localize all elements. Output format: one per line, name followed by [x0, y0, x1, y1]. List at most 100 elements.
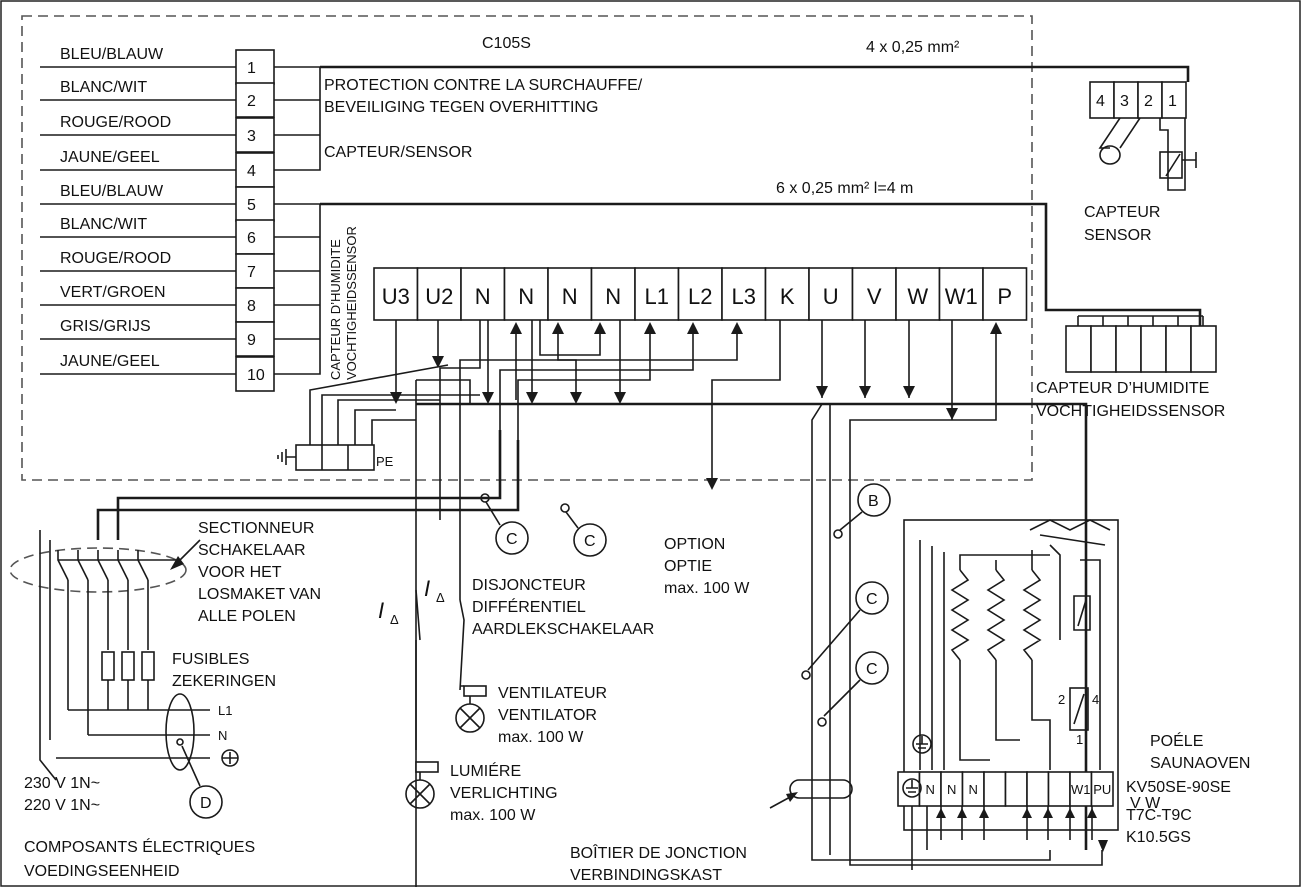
humidity-cell [1165, 325, 1192, 373]
supply-l1: L1 [218, 703, 232, 718]
wire-terminal-number: 7 [247, 264, 256, 281]
cable-tag-c3 [855, 581, 889, 615]
heater-terminal [1026, 771, 1050, 807]
heater-line4: T7C-T9C [1126, 807, 1192, 824]
arrow-down [482, 392, 494, 404]
sensor-terminal-number: 4 [1096, 93, 1105, 110]
svg-text:C: C [506, 531, 518, 548]
heater-terminal [897, 771, 921, 807]
ground-symbol [277, 449, 296, 465]
svg-text:2: 2 [1058, 692, 1065, 707]
sensor-terminal [1161, 81, 1187, 119]
arrow-down [1098, 840, 1108, 852]
light-line3: max. 100 W [450, 807, 536, 824]
svg-text:C: C [866, 661, 878, 678]
heater-terminal-label: N [926, 782, 935, 797]
arrow-down [946, 408, 958, 420]
bus-1-4 [274, 66, 321, 171]
main-switch-contacts [57, 550, 178, 581]
light-line2: VERLICHTING [450, 785, 558, 802]
cable-tag-c1 [495, 521, 529, 555]
heater-wiring [919, 519, 1111, 770]
heater-terminal [1047, 771, 1071, 807]
terminal-label: N [518, 284, 534, 309]
arrow-up [1065, 808, 1075, 818]
wire-terminal-number: 8 [247, 298, 256, 315]
arrow-down [390, 392, 402, 404]
humidity-label-2: VOCHTIGHEIDSSENSOR [1036, 403, 1225, 420]
junction-line1: BOÎTIER DE JONCTION [570, 843, 747, 862]
sensor-terminal-number: 2 [1144, 93, 1153, 110]
wire-color-list: BLEU/BLAUW1BLANC/WIT2ROUGE/ROOD3JAUNE/GE… [40, 46, 275, 392]
wire-color-label: BLANC/WIT [60, 79, 147, 96]
terminal-arrows [390, 322, 1002, 420]
wire-color-label: GRIS/GRIJS [60, 318, 151, 335]
heater-line2: SAUNAOVEN [1150, 755, 1250, 772]
fan-line3: max. 100 W [498, 729, 584, 746]
humidity-cell [1090, 325, 1117, 373]
sensor-terminal [1137, 81, 1163, 119]
bus-5-10 [274, 203, 321, 375]
heater-enclosure [903, 519, 1119, 831]
cable-bundle-d [165, 693, 195, 771]
terminal-wiring [309, 320, 1103, 887]
wire-terminal-number: 9 [247, 332, 256, 349]
terminal-cell [982, 267, 1028, 321]
terminal-label: N [605, 284, 621, 309]
protection-line2: BEVEILIGING TEGEN OVERHITTING [324, 99, 598, 116]
humidity-vertical-1: CAPTEUR D’HUMIDITE [328, 239, 343, 380]
terminal-cell [721, 267, 767, 321]
wire-color-label: BLANC/WIT [60, 216, 147, 233]
heater-terminal [983, 771, 1007, 807]
wire-terminal-number: 2 [247, 93, 256, 110]
arrow-up [1043, 808, 1053, 818]
fuse-1 [101, 651, 115, 681]
wire-terminal-number: 5 [247, 197, 256, 214]
terminal-label: U3 [382, 284, 410, 309]
terminal-label: P [997, 284, 1012, 309]
terminal-label: N [562, 284, 578, 309]
pe-terminal [295, 444, 375, 471]
svg-text:C: C [584, 533, 596, 550]
switch-line2: SCHAKELAAR [198, 542, 306, 559]
humidity-cell [1140, 325, 1167, 373]
arrow-down [570, 392, 582, 404]
fuses-line1: FUSIBLES [172, 651, 249, 668]
fan-line1: VENTILATEUR [498, 685, 607, 702]
svg-text:B: B [868, 493, 879, 510]
wire-terminal [235, 287, 275, 323]
cable-tag-c4 [855, 651, 889, 685]
rcd-contacts [415, 589, 465, 750]
heater-terminal-label: W1 [1071, 782, 1091, 797]
terminal-label: K [780, 284, 795, 309]
junction-box [789, 779, 853, 799]
sensor-terminal [1089, 81, 1115, 119]
arrow-down [432, 356, 444, 368]
wire-terminal [235, 186, 275, 222]
fuses-line2: ZEKERINGEN [172, 673, 276, 690]
wire-terminal-number: 6 [247, 230, 256, 247]
cable-mid-spec: 6 x 0,25 mm² l=4 m [776, 180, 913, 197]
sensor-terminal-number: 1 [1168, 93, 1177, 110]
supply-v1: 230 V 1N~ [24, 775, 100, 792]
arrow-up [510, 322, 522, 334]
light-line1: LUMIÉRE [450, 761, 521, 780]
option-line1: OPTION [664, 536, 725, 553]
components-line2: VOEDINGSEENHEID [24, 863, 180, 880]
heater-line3: KV50SE-90SE [1126, 779, 1231, 796]
rcd-symbol-1: I [378, 598, 384, 623]
arrow-down [526, 392, 538, 404]
rcd-line2: DIFFÉRENTIEL [472, 597, 586, 616]
switch-line3: VOOR HET [198, 564, 282, 581]
heater-ground-icon [912, 734, 932, 754]
sensor-label: CAPTEUR/SENSOR [324, 144, 472, 161]
rcd-line1: DISJONCTEUR [472, 577, 586, 594]
cable-tag-d [189, 785, 223, 819]
controller-enclosure [21, 15, 1033, 481]
switch-line1: SECTIONNEUR [198, 520, 314, 537]
arrow-up [936, 808, 946, 818]
sensor-label-2: SENSOR [1084, 227, 1152, 244]
terminal-label: W [907, 284, 928, 309]
